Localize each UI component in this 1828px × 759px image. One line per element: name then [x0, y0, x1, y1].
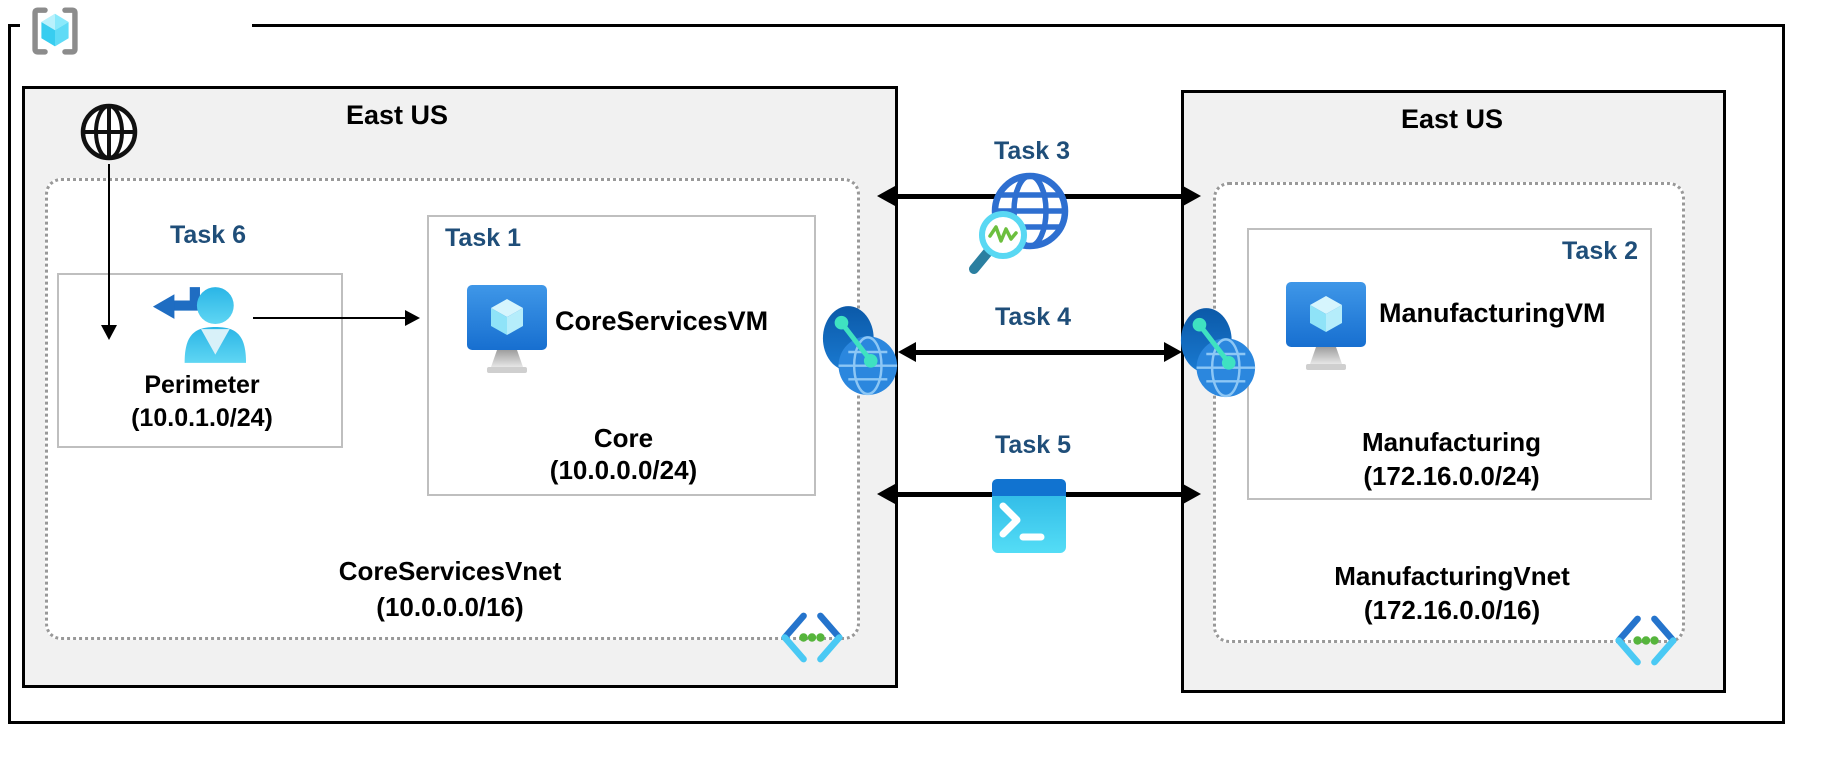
globe-icon	[80, 103, 138, 161]
code-brackets-icon	[1615, 615, 1677, 666]
right-vnet-cidr: (172.16.0.0/16)	[1363, 595, 1541, 625]
task2-label: Task 2	[1562, 237, 1638, 265]
perimeter-labels: Perimeter (10.0.1.0/24)	[59, 369, 345, 435]
network-watcher-icon	[969, 172, 1069, 274]
virtual-machine-icon	[1286, 282, 1366, 370]
vnet-peering-icon-right	[1180, 308, 1256, 398]
user-signin-icon	[152, 287, 247, 363]
task4-arrow	[898, 342, 1182, 362]
left-vnet-cidr: (10.0.0.0/16)	[376, 592, 524, 622]
core-vm-name: CoreServicesVM	[555, 306, 769, 336]
task1-subnet-box: Task 1 CoreServicesVM Core (10.0.0.0/24)	[427, 215, 816, 496]
task6-label: Task 6	[170, 221, 246, 249]
left-vnet-name: CoreServicesVnet	[338, 556, 562, 586]
left-region-title: East US	[345, 100, 449, 130]
right-vnet-name: ManufacturingVnet	[1334, 561, 1570, 591]
vnet-peering-icon-left	[822, 306, 898, 396]
task1-label: Task 1	[445, 224, 521, 252]
perimeter-subnet-box: Perimeter (10.0.1.0/24)	[57, 273, 343, 448]
task5-label: Task 5	[995, 431, 1071, 459]
task3-label: Task 3	[994, 137, 1070, 165]
core-subnet-name: Core	[593, 423, 654, 453]
internet-to-perimeter-arrow	[102, 164, 116, 340]
task4-label: Task 4	[995, 303, 1071, 331]
cloud-shell-icon	[992, 479, 1066, 553]
core-subnet-labels: Core (10.0.0.0/24)	[429, 422, 818, 486]
right-region-title: East US	[1400, 104, 1504, 134]
perimeter-to-vm-arrow	[253, 311, 420, 325]
core-subnet-cidr: (10.0.0.0/24)	[549, 455, 698, 485]
left-vnet-labels: CoreServicesVnet (10.0.0.0/16)	[339, 553, 562, 625]
virtual-machine-icon	[467, 285, 547, 373]
right-vnet-labels: ManufacturingVnet (172.16.0.0/16)	[1334, 559, 1569, 627]
manufacturing-subnet-labels: Manufacturing (172.16.0.0/24)	[1249, 425, 1654, 493]
manufacturing-vm-name: ManufacturingVM	[1379, 298, 1606, 328]
perimeter-name: Perimeter	[144, 371, 260, 399]
perimeter-cidr: (10.0.1.0/24)	[131, 404, 273, 432]
manufacturing-subnet-name: Manufacturing	[1361, 427, 1542, 457]
code-brackets-icon	[781, 612, 843, 663]
resource-group-icon	[32, 7, 78, 55]
manufacturing-subnet-cidr: (172.16.0.0/24)	[1363, 461, 1540, 491]
task2-subnet-box: Task 2 ManufacturingVM Manufacturing (17…	[1247, 228, 1652, 500]
